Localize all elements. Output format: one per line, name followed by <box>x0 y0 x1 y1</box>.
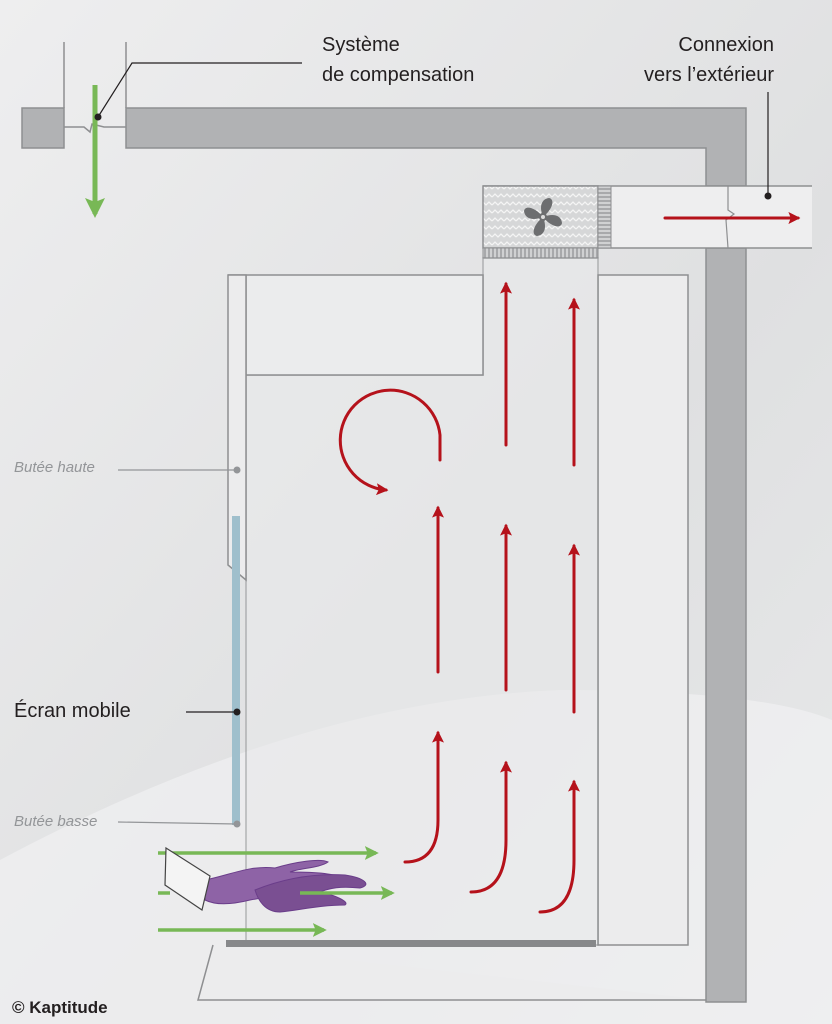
work-surface <box>226 940 596 947</box>
sash-label: Écran mobile <box>14 700 131 722</box>
sash-glass <box>232 516 240 825</box>
exterior-connection-label: Connexion vers l’extérieur <box>644 30 774 90</box>
fume-hood <box>197 257 706 1001</box>
stop-low-label: Butée basse <box>14 813 98 830</box>
fresh-airflow-arrows <box>85 85 379 937</box>
compensation-label: Système de compensation <box>322 30 474 90</box>
exterior-label-line2: vers l’extérieur <box>643 64 774 86</box>
sash-frame <box>227 274 247 582</box>
stop-high-label: Butée haute <box>14 459 95 476</box>
building-wall <box>21 107 747 1003</box>
fan-icon <box>524 198 562 236</box>
copyright: © Kaptitude <box>12 998 108 1017</box>
compensation-label-line1: Système <box>322 34 400 56</box>
extract-airflow-arrows <box>338 212 801 914</box>
sleeve-cuff <box>164 846 211 911</box>
turbulence-arrow <box>338 388 442 496</box>
compensation-opening <box>63 42 127 134</box>
compensation-label-line2: de compensation <box>322 64 475 86</box>
fan-unit <box>482 185 612 259</box>
leader-lines <box>94 62 772 828</box>
exterior-label-line1: Connexion <box>678 34 774 56</box>
